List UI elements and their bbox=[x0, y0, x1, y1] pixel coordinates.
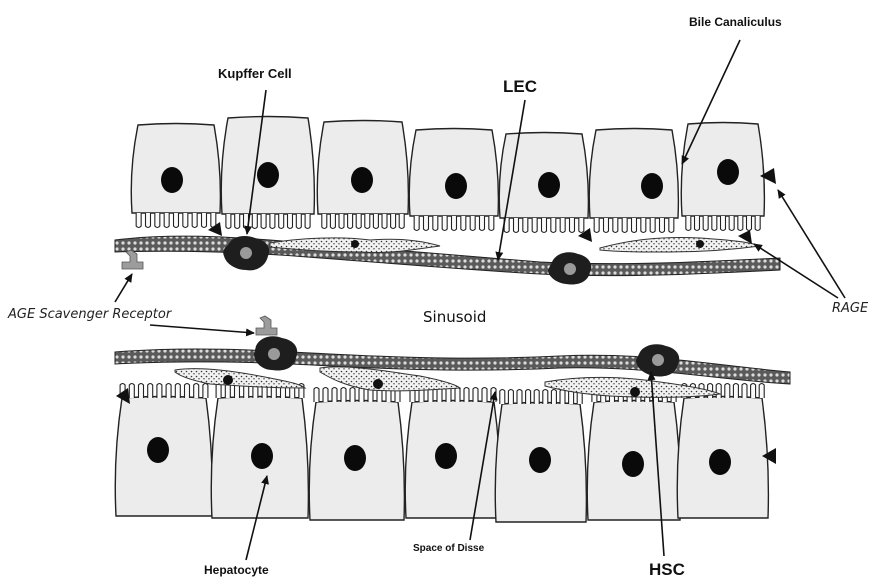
hepatocyte-nucleus bbox=[251, 443, 273, 469]
hepatocyte-cell bbox=[677, 384, 768, 519]
hepatocyte-nucleus bbox=[435, 443, 457, 469]
kupffer-cell bbox=[636, 344, 679, 376]
lec-label: LEC bbox=[503, 77, 537, 96]
age-scavenger-receptor-shape bbox=[122, 250, 143, 269]
age-receptor-arrow-top bbox=[115, 274, 132, 302]
hsc-label: HSC bbox=[649, 560, 685, 579]
stellate-cell bbox=[600, 237, 760, 252]
kupffer-cell bbox=[548, 252, 591, 284]
hepatocyte-cell bbox=[309, 388, 404, 521]
hepatocyte-nucleus bbox=[529, 447, 551, 473]
rage-label: RAGE bbox=[832, 301, 869, 316]
hepatocyte-cell bbox=[495, 390, 586, 523]
hepatocyte-cell bbox=[587, 388, 680, 521]
age-receptor-arrow-bottom bbox=[150, 325, 254, 333]
hepatocyte-nucleus bbox=[161, 167, 183, 193]
hepatocyte-nucleus bbox=[445, 173, 467, 199]
stellate-cell bbox=[320, 367, 460, 391]
hepatocyte-nucleus bbox=[538, 172, 560, 198]
top-hepatocyte-row bbox=[131, 117, 764, 233]
hepatocyte-nucleus bbox=[717, 159, 739, 185]
age-scavenger-receptor-label: AGE Scavenger Receptor bbox=[7, 307, 173, 322]
hepatocyte-nucleus bbox=[147, 437, 169, 463]
hepatocyte-cell bbox=[405, 388, 500, 519]
hepatocyte-nucleus bbox=[709, 449, 731, 475]
hepatocyte-nucleus bbox=[622, 451, 644, 477]
hepatocyte-cell bbox=[317, 121, 408, 229]
hepatocyte-cell bbox=[131, 124, 220, 228]
hepatocyte-cell bbox=[211, 384, 308, 519]
hepatocyte-cell bbox=[499, 133, 588, 233]
kupffer-cell bbox=[254, 336, 297, 370]
hepatocyte-nucleus bbox=[344, 445, 366, 471]
hepatocyte-label: Hepatocyte bbox=[204, 563, 269, 577]
hepatocyte-nucleus bbox=[351, 167, 373, 193]
hepatocyte-cell bbox=[589, 129, 678, 233]
sinusoid-label: Sinusoid bbox=[423, 308, 486, 326]
bile-canaliculus-label: Bile Canaliculus bbox=[689, 15, 782, 29]
hepatocyte-cell bbox=[409, 129, 498, 231]
space-of-disse-label: Space of Disse bbox=[413, 543, 485, 554]
kupffer-cell-label: Kupffer Cell bbox=[218, 66, 292, 81]
hepatocyte-nucleus bbox=[257, 162, 279, 188]
hepatocyte-cell bbox=[221, 117, 314, 229]
age-scavenger-receptor-shape bbox=[256, 316, 277, 335]
bottom-hepatocyte-row bbox=[115, 384, 768, 523]
hepatocyte-nucleus bbox=[641, 173, 663, 199]
